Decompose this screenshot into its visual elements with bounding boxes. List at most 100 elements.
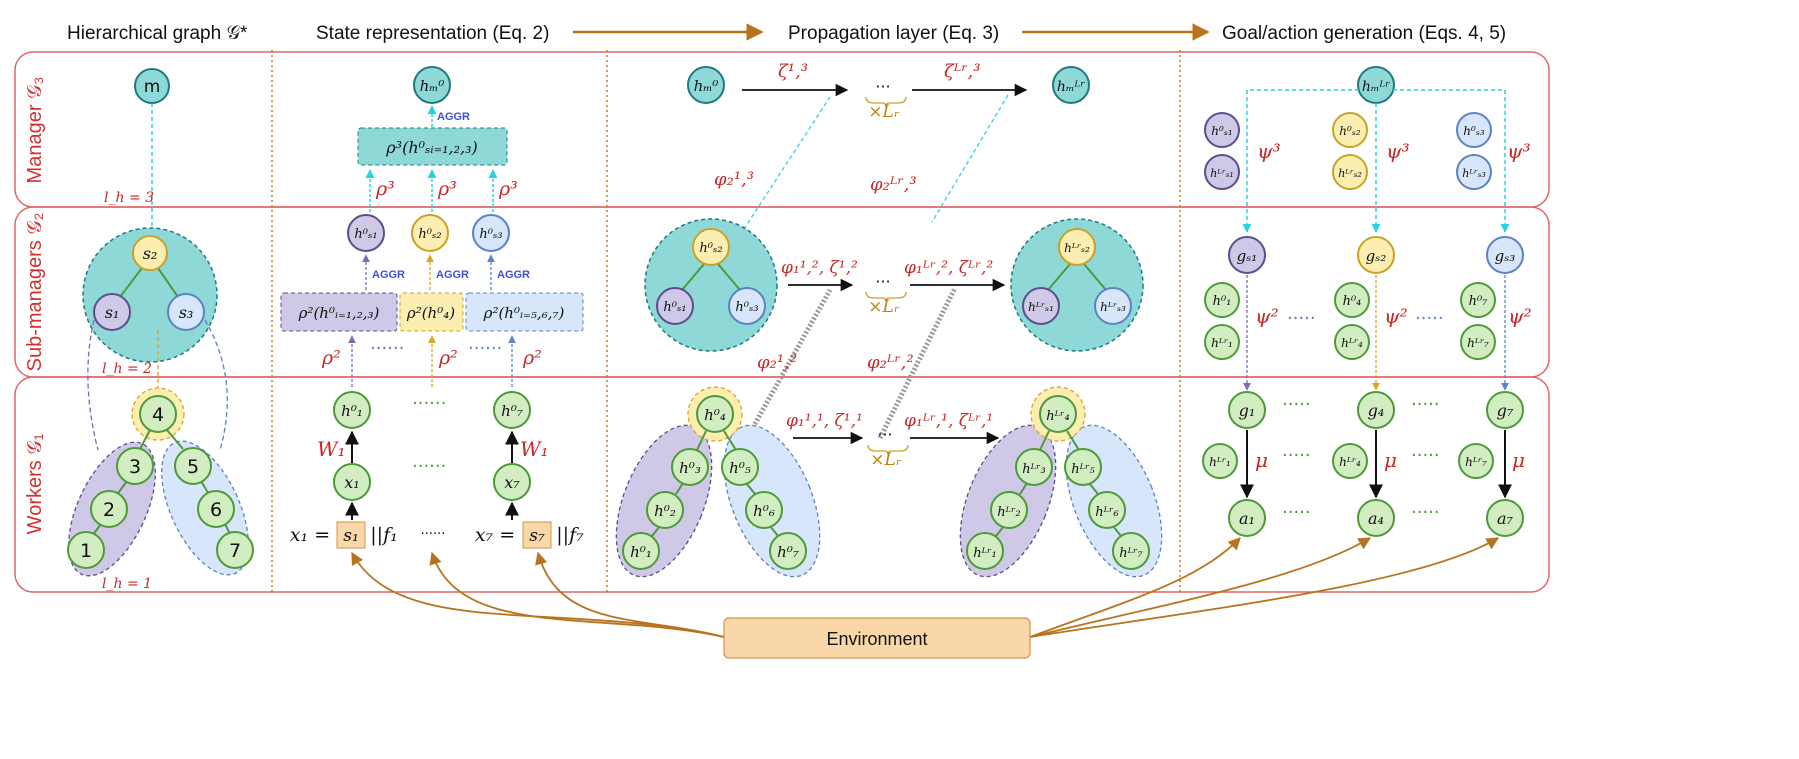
goal-hs3-L-label: hᴸʳₛ₃: [1462, 167, 1486, 180]
goal-hs3-0: [1456, 112, 1492, 148]
goal-dots-h-a: ·····: [1282, 445, 1311, 466]
edge-s2-s3: [157, 267, 179, 298]
goal-h7-0-label: h⁰₇: [1469, 294, 1489, 309]
goal-hs3-0-label: h⁰ₛ₃: [1463, 124, 1485, 138]
psi2-label-b: ψ²: [1384, 304, 1408, 328]
prop-h2-0: [646, 491, 684, 529]
prop-hs1-0: [656, 287, 694, 325]
prop-hs2-L: [1058, 228, 1096, 266]
w1-label-b: W₁: [520, 437, 549, 461]
node-s1: [93, 293, 131, 331]
goal-h7-L-w-label: hᴸʳ₇: [1465, 455, 1487, 469]
lh-1-label: l_h = 1: [102, 576, 152, 592]
mu-label-a: μ: [1255, 448, 1268, 472]
rho2-label-a: ρ²: [321, 347, 341, 369]
header-goal-action-generation: Goal/action generation (Eqs. 4, 5): [1222, 23, 1506, 44]
edge-s2-s1: [119, 267, 143, 298]
goal-dots-a-a: ·····: [1282, 502, 1311, 523]
eq7-suffix: ||f₇: [556, 524, 584, 546]
header-hierarchical-graph: Hierarchical graph 𝒢*: [67, 23, 248, 44]
prop-manager-brace: [865, 96, 907, 108]
prop-hmL-label: hₘᴸʳ: [1057, 79, 1085, 95]
goal-h4-L: [1334, 324, 1370, 360]
edge-phi2-L3: [931, 94, 1009, 223]
goal-hs2-L: [1332, 154, 1368, 190]
rho3-label-b: ρ³: [437, 178, 457, 200]
psi2-label-c: ψ²: [1508, 304, 1532, 328]
phi2-L2-label: φ₂ᴸʳ,²: [867, 352, 914, 373]
prop-h2-L-label: hᴸʳ₂: [997, 505, 1021, 520]
goal-hs1-0: [1204, 112, 1240, 148]
state-hs2: [411, 214, 449, 252]
goal-gs3: [1486, 236, 1524, 274]
prop-hm0-label: hₘ⁰: [694, 77, 719, 95]
rho2-ellipsis-a: ······: [370, 338, 404, 359]
level-label-submanagers: Sub-managers 𝒢₂: [24, 213, 46, 372]
node-s3: [167, 293, 205, 331]
goal-dots-g-a: ·····: [1282, 394, 1311, 415]
node-w1-label: 1: [80, 540, 92, 562]
prop-h4-L: [1039, 395, 1077, 433]
rho2-label-c: ρ²: [522, 347, 542, 369]
zeta-13-label: ζ¹,³: [778, 61, 808, 82]
node-w5-label: 5: [187, 456, 199, 478]
state-x7: [493, 463, 531, 501]
goal-h4-0: [1334, 282, 1370, 318]
state-x1: [333, 463, 371, 501]
panel-workers: [14, 376, 1550, 593]
rho3-box: [357, 127, 508, 166]
environment-links: [351, 537, 1500, 638]
node-s1-label: s₁: [105, 303, 120, 322]
edge-phi2-13: [739, 96, 831, 236]
goal-manager-broadcast: [1242, 89, 1359, 233]
prop-h5-0: [721, 448, 759, 486]
prop-hmL: [1052, 66, 1090, 104]
rho3-box-label: ρ³(h⁰ₛᵢ₌₁,₂,₃): [385, 138, 478, 157]
goal-h1-0-label: h⁰₁: [1213, 294, 1232, 309]
prop-manager-cdots: ···: [875, 77, 890, 96]
prop-edge-s2-s1-0: [681, 263, 705, 291]
mu-label-b: μ: [1384, 448, 1397, 472]
node-w3: [116, 447, 154, 485]
prop-h7-0-label: h⁰₇: [777, 543, 799, 561]
prop-worker-cdots: ···: [877, 425, 892, 444]
aggr-label-s2: AGGR: [436, 269, 469, 281]
level-label-workers: Workers 𝒢₁: [24, 433, 46, 534]
prop-h4-L-label: hᴸʳ₄: [1046, 409, 1070, 424]
prop-h7-0: [769, 532, 807, 570]
node-s2: [132, 235, 168, 271]
psi2-label-a: ψ²: [1255, 304, 1279, 328]
prop-hs1-L: [1022, 287, 1060, 325]
rho2-box-b: [399, 292, 464, 332]
edge-s3-workers: [204, 319, 228, 451]
prop-h5-L-label: hᴸʳ₅: [1071, 462, 1095, 477]
goal-hs2-0-label: h⁰ₛ₂: [1339, 124, 1361, 138]
phi11-zeta11-label: φ₁¹,¹, ζ¹,¹: [786, 411, 863, 431]
header-propagation-layer: Propagation layer (Eq. 3): [788, 23, 999, 44]
rho3-label-c: ρ³: [498, 178, 518, 200]
goal-hs2-0: [1332, 112, 1368, 148]
psi3-label-c: ψ³: [1507, 139, 1531, 163]
psi3-label-b: ψ³: [1386, 139, 1410, 163]
prop-hs1-0-label: h⁰ₛ₁: [663, 300, 686, 315]
state-h7-label: h⁰₇: [501, 402, 523, 420]
node-w6-label: 6: [210, 499, 222, 521]
node-m: [134, 68, 170, 104]
goal-a7-label: a₇: [1497, 509, 1514, 528]
prop-hs3-0: [728, 287, 766, 325]
state-x-ellipsis: ······: [412, 456, 446, 477]
goal-a7: [1486, 499, 1524, 537]
state-hs2-label: h⁰ₛ₂: [418, 227, 441, 242]
goal-h1-L-w-label: hᴸʳ₁: [1209, 455, 1231, 469]
phi2-13-label: φ₂¹,³: [714, 169, 754, 190]
phi2-12-label: φ₂¹,²: [757, 352, 797, 373]
lh-3-label: l_h = 3: [104, 190, 154, 206]
state-x1-label: x₁: [344, 473, 359, 492]
goal-hs1-0-label: h⁰ₛ₁: [1211, 124, 1232, 138]
rho2-box-c-label: ρ²(h⁰ᵢ₌₅,₆,₇): [483, 304, 565, 322]
node-s3-label: s₃: [179, 303, 194, 322]
eq1-s-box: [336, 521, 366, 549]
goal-hs2-L-label: hᴸʳₛ₂: [1338, 167, 1362, 180]
goal-h1-L-w: [1202, 443, 1238, 479]
